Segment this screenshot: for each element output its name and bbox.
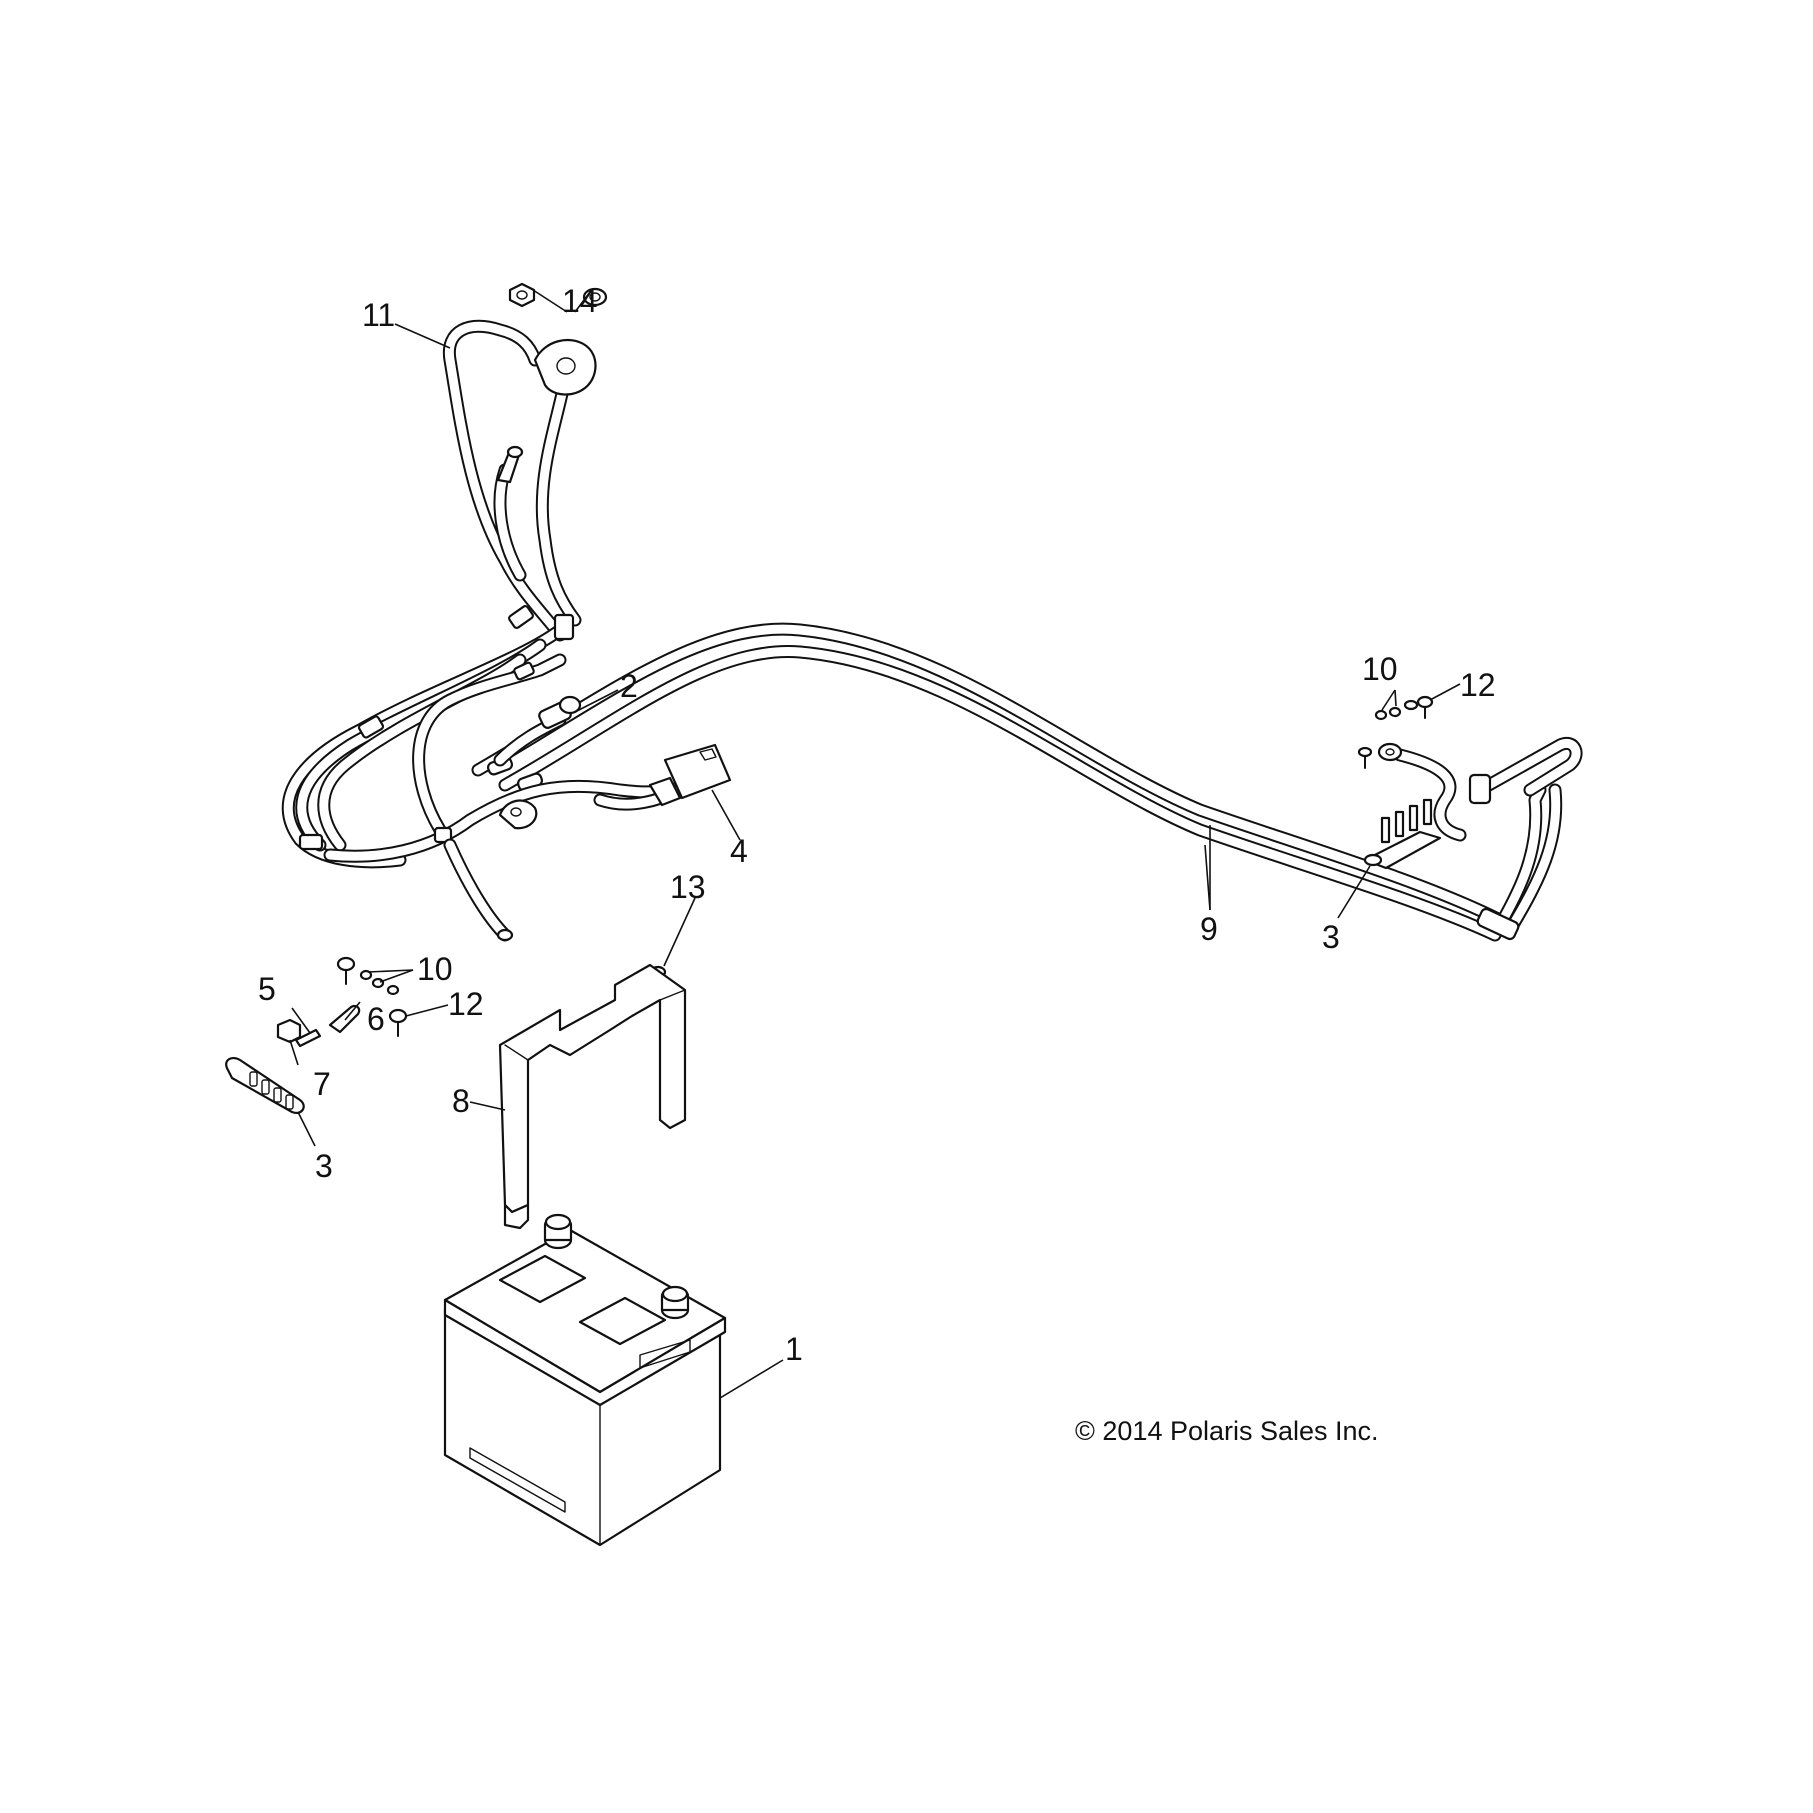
callout-5: 5	[258, 971, 276, 1007]
callout-9: 9	[1200, 911, 1218, 947]
leader-lines	[289, 287, 1461, 1399]
callout-4: 4	[730, 833, 748, 869]
terminal-block-right	[1363, 798, 1442, 870]
left-harness	[281, 319, 707, 869]
right-harness-end	[1357, 736, 1583, 941]
fasteners-right	[1374, 695, 1434, 721]
callout-13: 13	[670, 869, 706, 905]
callout-3-left: 3	[315, 1148, 333, 1184]
callout-11: 11	[362, 297, 395, 333]
callout-3-right: 3	[1322, 919, 1340, 955]
cable-9	[471, 622, 1507, 942]
callout-7: 7	[313, 1066, 331, 1102]
callout-6: 6	[367, 1001, 385, 1037]
connector-4	[593, 743, 732, 811]
ring-terminal-short	[496, 445, 524, 484]
battery-1	[443, 1213, 727, 1547]
callout-14: 14	[562, 283, 598, 319]
callouts: 11 14 2 4 9 3 10 12 10 12 13 5 6 7 3 8 1…	[258, 283, 1496, 1446]
callout-8: 8	[452, 1083, 470, 1119]
left-small-parts	[225, 956, 408, 1114]
terminal-2	[493, 695, 582, 767]
callout-1: 1	[785, 1331, 803, 1367]
callout-10-left: 10	[417, 951, 453, 987]
callout-12-left: 12	[448, 986, 484, 1022]
terminal-14	[508, 282, 608, 396]
copyright-text: © 2014 Polaris Sales Inc.	[1075, 1416, 1379, 1446]
callout-10-right: 10	[1362, 651, 1398, 687]
ring-terminal-near-4	[443, 799, 538, 942]
bracket-8	[498, 963, 687, 1230]
callout-2: 2	[620, 668, 638, 704]
callout-12-right: 12	[1460, 667, 1496, 703]
